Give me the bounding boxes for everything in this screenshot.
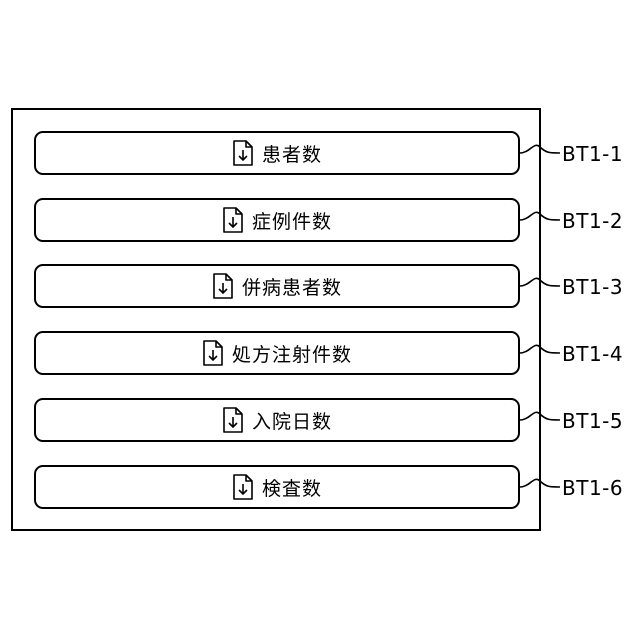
reference-label-bt1-3: BT1-3 — [562, 275, 623, 299]
document-download-icon — [222, 406, 244, 434]
reference-label-bt1-1: BT1-1 — [562, 142, 623, 166]
cases-count-button[interactable]: 症例件数 — [34, 198, 520, 242]
reference-label-bt1-6: BT1-6 — [562, 476, 623, 500]
reference-label-bt1-5: BT1-5 — [562, 409, 623, 433]
comorbid-patients-button[interactable]: 併病患者数 — [34, 264, 520, 308]
button-label: 患者数 — [262, 140, 322, 167]
button-label: 処方注射件数 — [232, 340, 352, 367]
reference-label-bt1-4: BT1-4 — [562, 342, 623, 366]
button-label: 入院日数 — [252, 407, 332, 434]
tests-count-button[interactable]: 検査数 — [34, 465, 520, 509]
hospitalization-days-button[interactable]: 入院日数 — [34, 398, 520, 442]
button-label: 併病患者数 — [242, 273, 342, 300]
document-download-icon — [202, 339, 224, 367]
button-label: 検査数 — [262, 474, 322, 501]
document-download-icon — [232, 473, 254, 501]
patients-count-button[interactable]: 患者数 — [34, 131, 520, 175]
document-download-icon — [212, 272, 234, 300]
document-download-icon — [232, 139, 254, 167]
prescription-injection-button[interactable]: 処方注射件数 — [34, 331, 520, 375]
reference-label-bt1-2: BT1-2 — [562, 209, 623, 233]
document-download-icon — [222, 206, 244, 234]
button-label: 症例件数 — [252, 207, 332, 234]
